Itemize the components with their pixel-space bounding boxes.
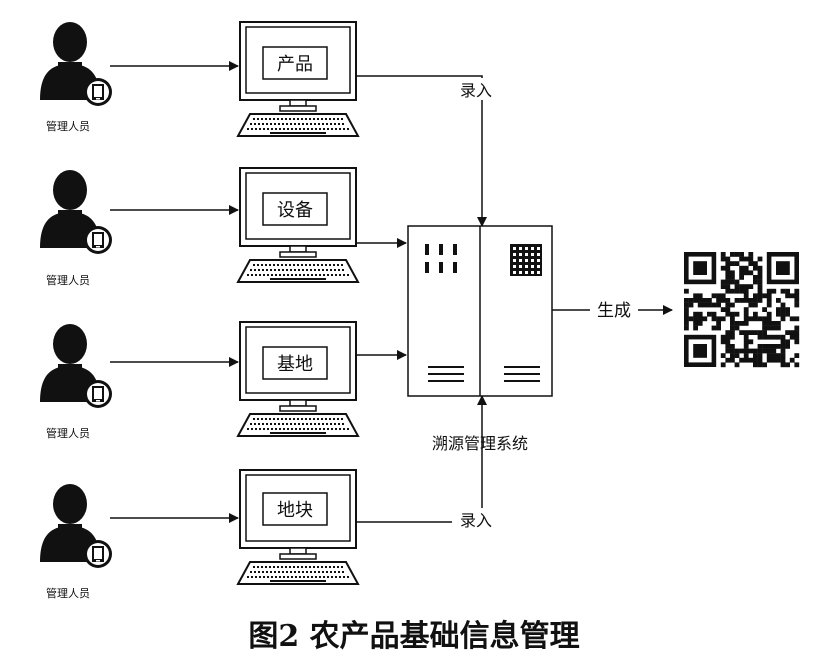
- edge-label-bg: [590, 298, 638, 322]
- qr-code-icon: [682, 250, 801, 369]
- edge-top-input: [356, 75, 487, 227]
- person-icon: [40, 22, 112, 106]
- screen-label: 地块: [277, 500, 313, 521]
- person-label: 管理人员: [46, 426, 90, 440]
- edge-label-bg: [452, 78, 498, 100]
- edge-label-output: 生成: [597, 301, 631, 321]
- edge-label-top: 录入: [460, 81, 492, 100]
- screen-label-box: [262, 46, 328, 80]
- screen-label: 产品: [277, 54, 313, 75]
- figure-caption: 图2 农产品基础信息管理: [248, 619, 579, 654]
- screen-label: 基地: [277, 354, 313, 375]
- row-4: 管理人员 地块: [40, 469, 359, 600]
- screen-label-box: [262, 192, 328, 226]
- computer-icon: [237, 469, 359, 585]
- screen-label: 设备: [277, 200, 313, 221]
- edge-label-bottom: 录入: [460, 511, 492, 530]
- person-label: 管理人员: [46, 119, 90, 133]
- edge-label-bg: [452, 508, 498, 530]
- person-label: 管理人员: [46, 273, 90, 287]
- person-label: 管理人员: [46, 586, 90, 600]
- person-icon: [40, 324, 112, 408]
- edge-bottom-input: [356, 395, 487, 523]
- row-1: 管理人员 产品: [40, 21, 359, 137]
- row-2: 管理人员 设备: [40, 167, 359, 287]
- person-icon: [40, 484, 112, 568]
- screen-label-box: [262, 346, 328, 380]
- server-icon: [407, 225, 553, 397]
- screen-label-box: [262, 492, 328, 526]
- row-3: 管理人员 基地: [40, 321, 359, 440]
- system-label: 溯源管理系统: [432, 434, 528, 453]
- person-icon: [40, 170, 112, 254]
